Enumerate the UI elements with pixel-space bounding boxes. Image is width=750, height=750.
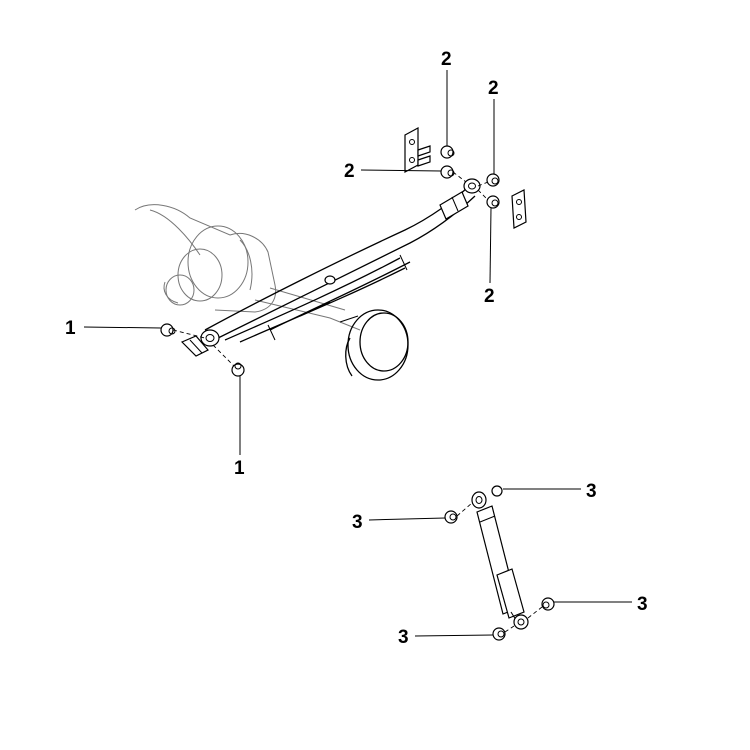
brake-drum-icon [339, 309, 409, 381]
callout-3-right: 3 [637, 594, 648, 615]
callout-3-left: 3 [352, 512, 363, 533]
callout-2-left: 2 [344, 161, 355, 182]
callout-3-bottom-left: 3 [398, 627, 409, 648]
bushing-icon [440, 145, 500, 209]
bushing-icon [160, 323, 245, 377]
rear-axle-housing-icon [134, 204, 361, 331]
shock-absorber-icon [471, 491, 529, 630]
callout-3-top-right: 3 [586, 481, 597, 502]
callout-1-bottom: 1 [234, 458, 245, 479]
shackle-plate-icon [404, 126, 527, 229]
front-hanger-bracket-icon [180, 335, 209, 357]
callout-labels: 1 1 2 2 2 2 3 3 3 3 [65, 49, 648, 648]
bushing-icon [444, 485, 555, 641]
callout-2-bottom-right: 2 [484, 286, 495, 307]
callout-leaders [83, 70, 632, 637]
callout-1-left: 1 [65, 318, 76, 339]
leaf-spring-icon [200, 178, 481, 347]
callout-2-top-right: 2 [488, 78, 499, 99]
callout-2-top: 2 [441, 49, 452, 70]
